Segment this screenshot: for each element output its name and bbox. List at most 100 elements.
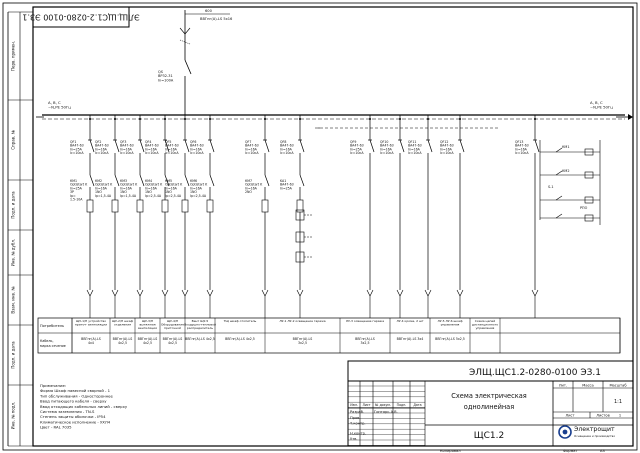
breaker-label: ВА47-63	[70, 144, 84, 148]
breaker-contact	[164, 139, 170, 153]
cable-arrow	[181, 289, 186, 297]
strip-label: Подп. и дата	[11, 191, 16, 219]
contactor-label: In=25А	[280, 186, 293, 190]
notes: Примечание:Форма Шкаф навесной сварной -…	[39, 383, 128, 430]
tb-object: ЩС1.2	[474, 431, 504, 441]
breaker-label: Ic=10кА	[245, 151, 259, 155]
feeder-unit: 600	[205, 9, 213, 13]
cable-arrow	[139, 289, 144, 297]
breaker-label: Ic=10кА	[280, 151, 294, 155]
strip-label: Инв. № подл.	[11, 402, 16, 430]
contactor-label: КМ6	[190, 179, 197, 183]
cable-arrow	[366, 289, 371, 297]
contactor-label: 1NO	[120, 190, 127, 194]
contactor-label: 1.5-10А	[70, 198, 83, 202]
cable-arrow	[86, 289, 91, 297]
tb-sheets-label: Листов	[596, 414, 609, 418]
breaker-contact	[399, 139, 405, 153]
consumer-name: ЩУ-1/Н устройство	[76, 319, 106, 323]
contactor-label: KA1	[280, 179, 286, 183]
breaker-label: In=16А	[408, 147, 421, 151]
breaker-label: QF4	[145, 140, 151, 144]
tb-head: Подп.	[397, 403, 407, 407]
bus-tap	[369, 118, 371, 120]
breaker-label: In=16А	[280, 147, 293, 151]
tb-company-sub: Оснащение и производство	[574, 434, 615, 438]
bus-tap	[89, 118, 91, 120]
contactor-label: Iр=1,5-4А	[120, 194, 137, 198]
contactor-label: In=16А	[165, 186, 178, 190]
cable-arrow	[459, 289, 464, 297]
contactor-label: Iр=2,5-4А	[145, 194, 162, 198]
contactor-label: Optistart K	[245, 183, 263, 187]
consumer-name: Схема цепей	[475, 319, 495, 323]
strip-label: Инв. № дубл.	[11, 239, 16, 266]
contactor-label: Optistart K	[70, 183, 88, 187]
breaker-label: QF1	[70, 140, 76, 144]
ctrl-km1-label: КМ1	[562, 145, 570, 149]
cable-arrow	[531, 289, 536, 297]
tb-title: Схема электрическая	[451, 392, 526, 400]
cable-arrow	[396, 289, 401, 297]
cable-arrow	[111, 289, 116, 297]
breaker-label: ВА47-63	[380, 144, 394, 148]
contactor-label: Optistart K	[165, 183, 183, 187]
contactor-label: In=16А	[95, 186, 108, 190]
breaker-label: In=16А	[440, 147, 453, 151]
cable-arrow	[399, 289, 404, 297]
tb-role: Н.контр.	[350, 431, 366, 435]
breaker-label: QF2	[95, 140, 101, 144]
table-row-label-cable: марка сечение	[40, 344, 66, 348]
consumer-cable: 3х2,5	[361, 341, 370, 345]
consumer-cable: 4х2,5	[143, 341, 152, 345]
breaker-contact	[139, 139, 145, 153]
cable-arrow	[114, 289, 119, 297]
contactor-label: In=16А	[145, 186, 158, 190]
breaker-label: QF12	[440, 140, 448, 144]
cable-arrow	[296, 289, 301, 297]
breaker-label: ВА47-63	[165, 144, 179, 148]
cable-arrow	[206, 289, 211, 297]
note-line: Форма Шкаф навесной сварной - 1	[40, 388, 111, 393]
consumer-cable: ВВГнг(А)-LS 4х2,5	[185, 337, 215, 341]
contactor-label: КМ2	[95, 179, 102, 183]
bus-tap	[299, 118, 301, 120]
contactor-label: Iр=2,5-4А	[165, 194, 182, 198]
consumer-name: Оборудование	[161, 323, 184, 327]
contactor-label: КМ5	[165, 179, 172, 183]
overload-relay	[111, 199, 119, 213]
consumer-name: Воздушно-тепловой	[184, 323, 216, 327]
breaker-label: In=25А	[70, 147, 83, 151]
breaker-label: Ic=10кА	[380, 151, 394, 155]
contactor-label: Optistart K	[120, 183, 138, 187]
breaker-label: ВА47-63	[145, 144, 159, 148]
contactor-label: Iр=1,5-4А	[95, 194, 112, 198]
contactor-label: In=16А	[190, 186, 203, 190]
breaker-label: ВА47-63	[245, 144, 259, 148]
overload-relay	[206, 199, 214, 213]
breaker-label: In=25А	[350, 147, 363, 151]
consumer-cable: ВВГнг(А)-LS	[113, 337, 133, 341]
breaker-label: QF11	[408, 140, 416, 144]
contactor-label: 1NO	[95, 190, 102, 194]
breaker-label: In=16А	[95, 147, 108, 151]
breaker-label: QF9	[350, 140, 356, 144]
contactor-label: 3P	[70, 190, 74, 194]
contactor-contact	[209, 174, 215, 187]
tb-role: Утв.	[350, 437, 358, 441]
tb-lit-label: Лит.	[559, 384, 567, 388]
consumer-cable: ВВГнг(А)-LS 3х4	[397, 337, 424, 341]
bus-tap	[114, 118, 116, 120]
strip-label: Перв. примен.	[11, 41, 16, 71]
breaker-label: In=16А	[120, 147, 133, 151]
consumer-cable: ВВГнг(А)-LS	[163, 337, 183, 341]
breaker-label: Ic=10кА	[145, 151, 159, 155]
cable-arrow	[136, 289, 141, 297]
tb-head: Лист	[362, 403, 370, 407]
tb-sheets-value: 1	[619, 414, 621, 418]
